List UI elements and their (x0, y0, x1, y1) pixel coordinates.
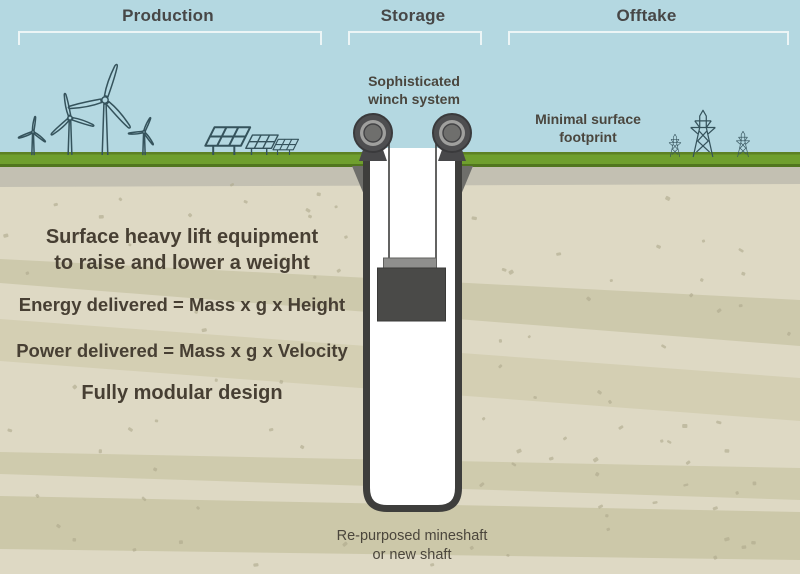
wind-turbine-icon (127, 111, 164, 156)
section-label-storage: Storage (380, 6, 446, 25)
winch-pulley-icon (432, 113, 472, 161)
feature-modular: Fully modular design (81, 382, 283, 404)
soil-speckles (3, 183, 791, 567)
hoist-cables (388, 133, 437, 260)
section-label-production: Production (122, 6, 214, 25)
feature-power-formula: Power delivered = Mass x g x Velocity (16, 340, 348, 361)
offtake-bracket (508, 31, 789, 45)
wind-turbine-icon (66, 53, 150, 156)
storage-bracket (348, 31, 482, 45)
mineshaft-annotation: Re-purposed mineshaft or new shaft (336, 528, 488, 563)
solar-panel-icon (204, 126, 252, 156)
feature-energy-formula: Energy delivered = Mass x g x Height (18, 294, 346, 315)
feature-heavy-lift: Surface heavy lift equipment to raise an… (45, 226, 319, 274)
winch-annotation: Sophisticated winch system (368, 73, 460, 107)
production-bracket (18, 31, 322, 45)
wind-turbine-icon (17, 114, 50, 156)
mineshaft-icon (352, 148, 473, 512)
section-label-offtake: Offtake (616, 6, 677, 25)
footprint-annotation: Minimal surface footprint (535, 111, 641, 145)
weight-icon (377, 257, 446, 322)
transmission-pylon-icon (690, 109, 716, 158)
winch-pulley-icon (353, 113, 393, 161)
wind-turbine-icon (42, 88, 96, 156)
